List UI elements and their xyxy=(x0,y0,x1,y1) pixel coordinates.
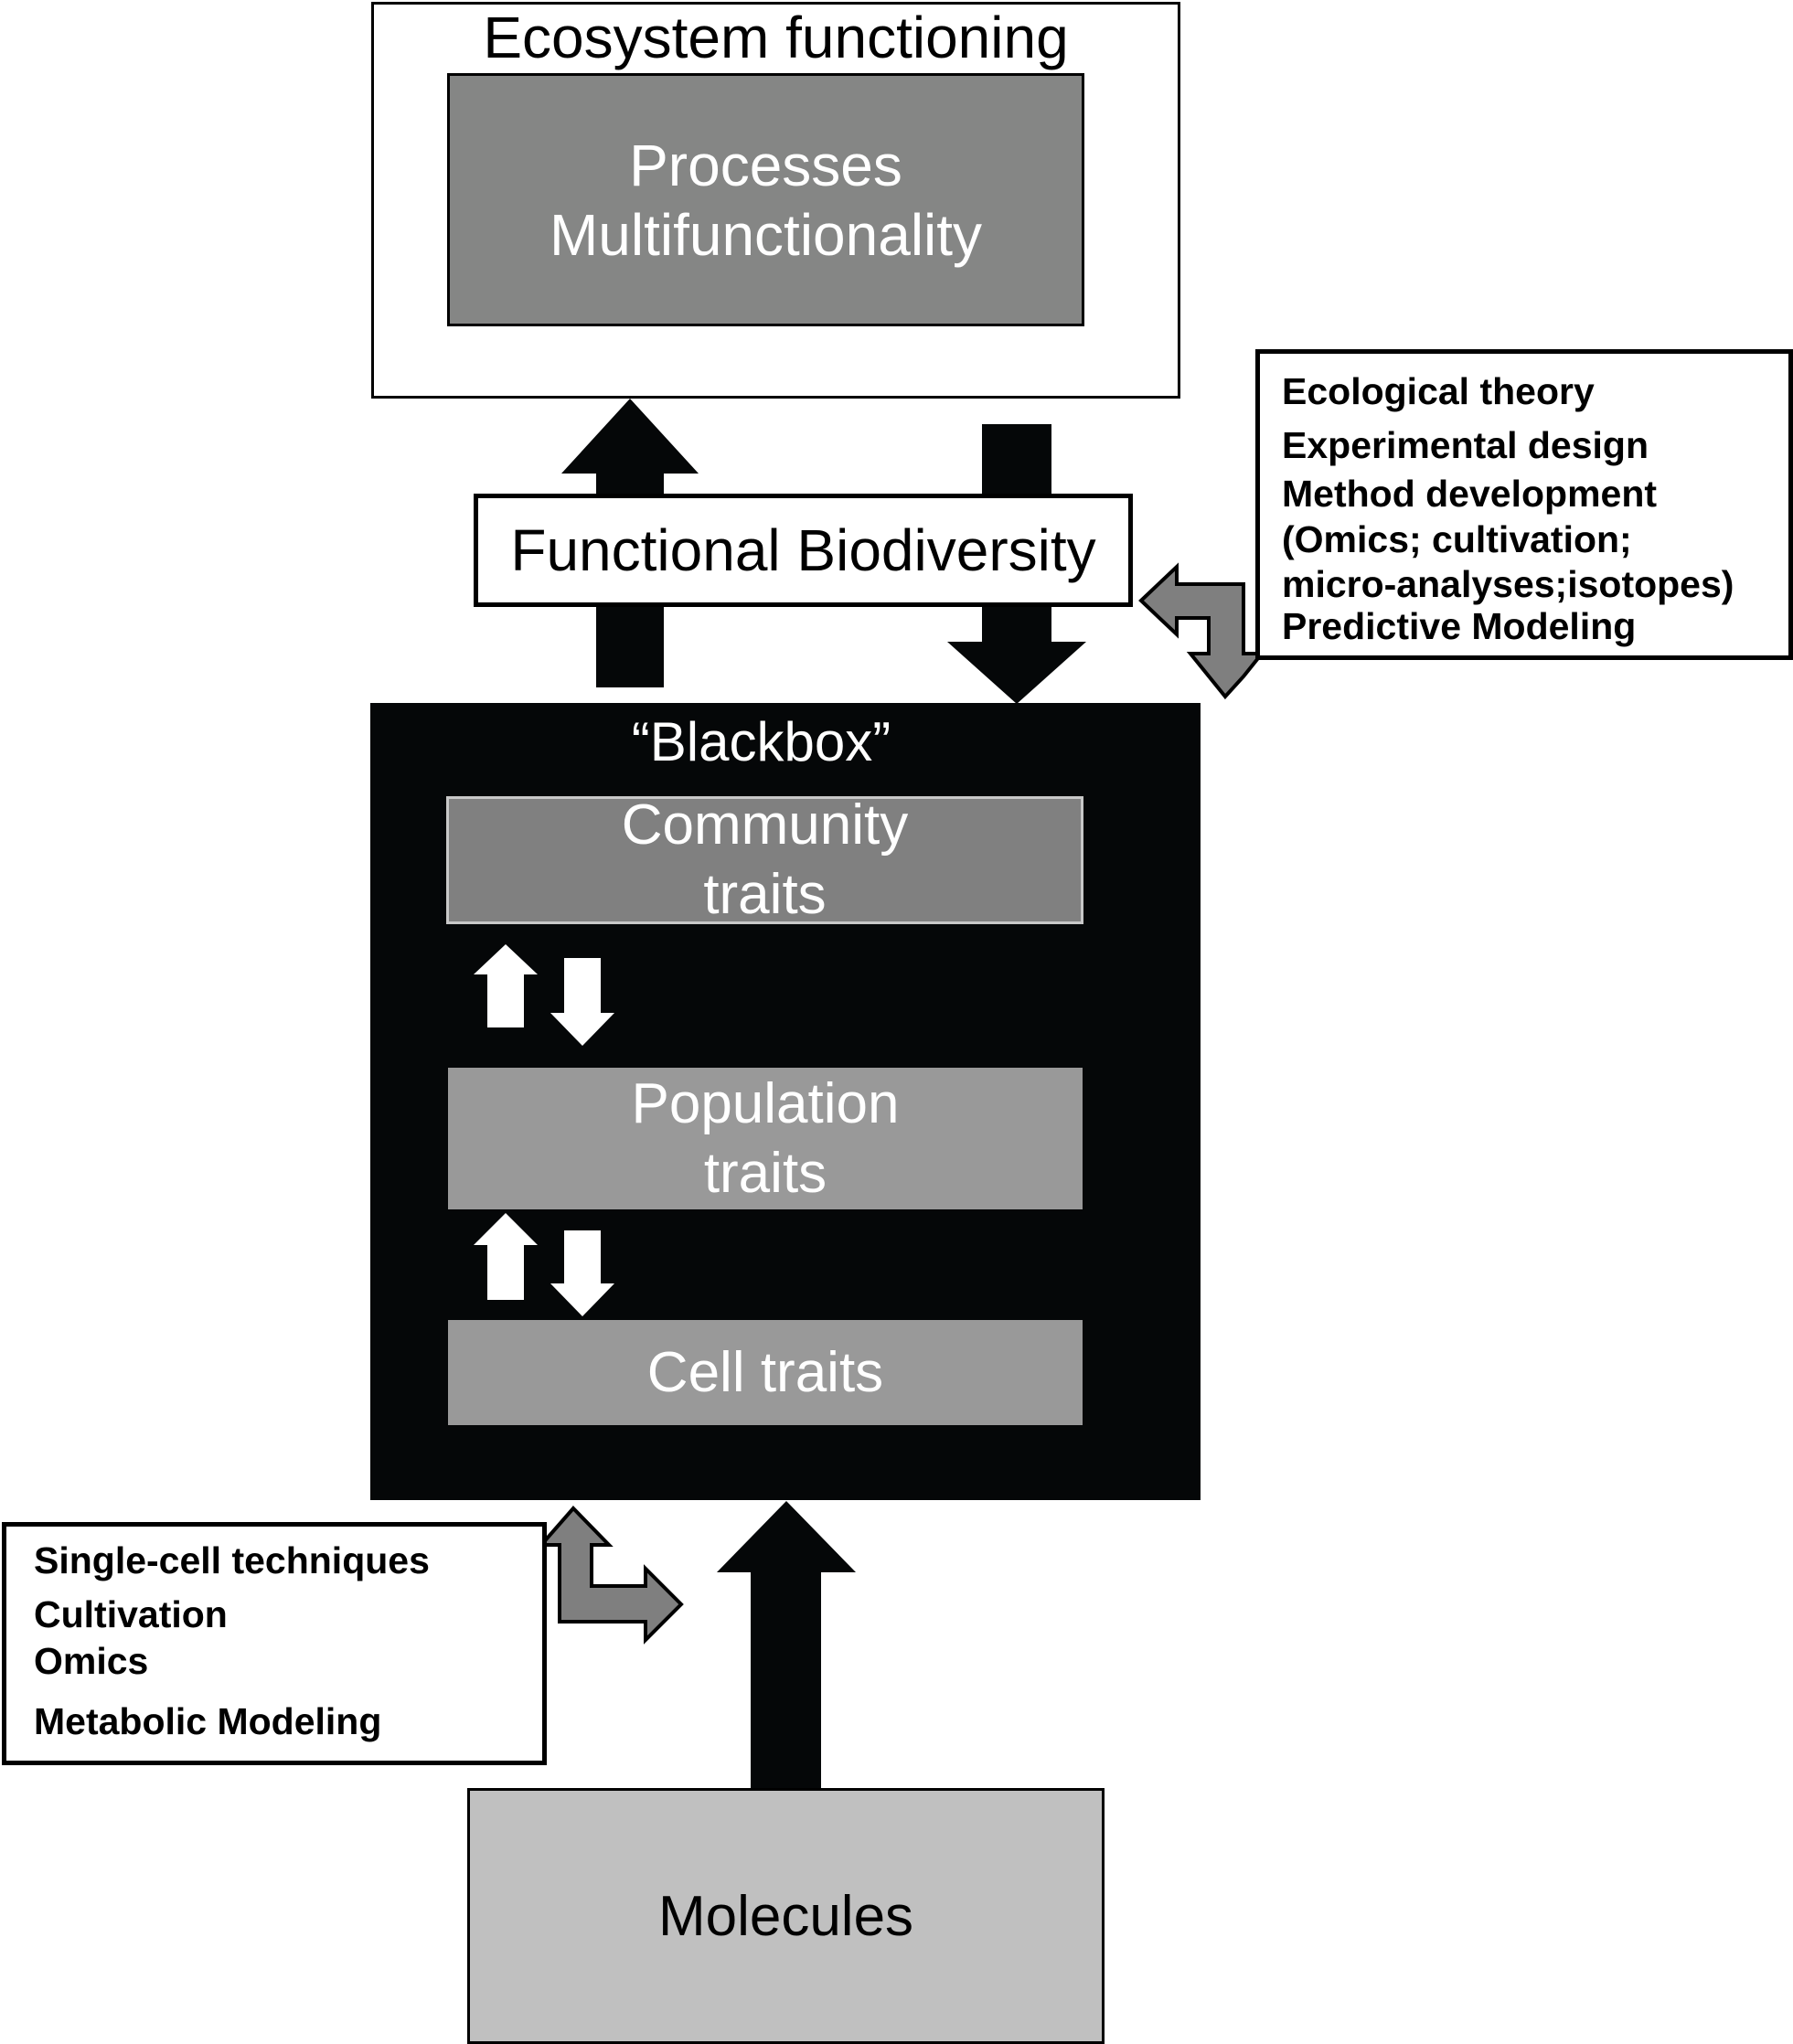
method-item: Single-cell techniques xyxy=(34,1539,430,1581)
community-traits-box: Community traits xyxy=(446,793,1083,926)
down-arrow-community-to-population xyxy=(550,958,614,1046)
method-item: (Omics; cultivation; xyxy=(1282,518,1632,560)
community-traits-label: traits xyxy=(703,863,827,926)
processes-label: Processes xyxy=(629,132,902,198)
population-label: Population xyxy=(631,1071,900,1135)
method-item: Omics xyxy=(34,1640,149,1682)
molecules-label: Molecules xyxy=(657,1884,914,1948)
population-traits-label: traits xyxy=(703,1141,827,1205)
methods-box-left: Single-cell techniques Cultivation Omics… xyxy=(2,1522,547,1765)
functional-biodiversity-box: Functional Biodiversity xyxy=(474,494,1133,607)
method-item: Method development xyxy=(1282,473,1658,515)
multifunctionality-label: Multifunctionality xyxy=(549,201,983,268)
cell-traits-box: Cell traits xyxy=(448,1320,1083,1425)
method-item: Experimental design xyxy=(1282,424,1649,466)
molecules-box: Molecules xyxy=(467,1788,1105,2044)
methods-box-right: Ecological theory Experimental design Me… xyxy=(1255,349,1793,660)
method-item: Cultivation xyxy=(34,1593,228,1635)
method-item: Ecological theory xyxy=(1282,370,1595,412)
up-arrow-from-molecules xyxy=(717,1501,856,1788)
method-item: Metabolic Modeling xyxy=(34,1700,382,1742)
cell-traits-label: Cell traits xyxy=(646,1341,884,1404)
population-traits-box: Population traits xyxy=(448,1068,1083,1209)
community-label: Community xyxy=(621,793,909,857)
functional-biodiversity-label: Functional Biodiversity xyxy=(510,517,1096,583)
up-arrow-population-to-community xyxy=(474,944,538,1027)
method-item: Predictive Modeling xyxy=(1282,605,1637,647)
down-arrow-population-to-cell xyxy=(550,1230,614,1316)
blackbox-title: “Blackbox” xyxy=(631,711,891,772)
up-arrow-cell-to-population xyxy=(474,1213,538,1300)
method-item: micro-analyses;isotopes) xyxy=(1282,563,1734,605)
method-arrow-right xyxy=(1138,562,1266,700)
method-arrow-left xyxy=(537,1506,684,1645)
ecosystem-functioning-title: Ecosystem functioning xyxy=(483,5,1069,70)
processes-box: Processes Multifunctionality xyxy=(447,73,1084,326)
